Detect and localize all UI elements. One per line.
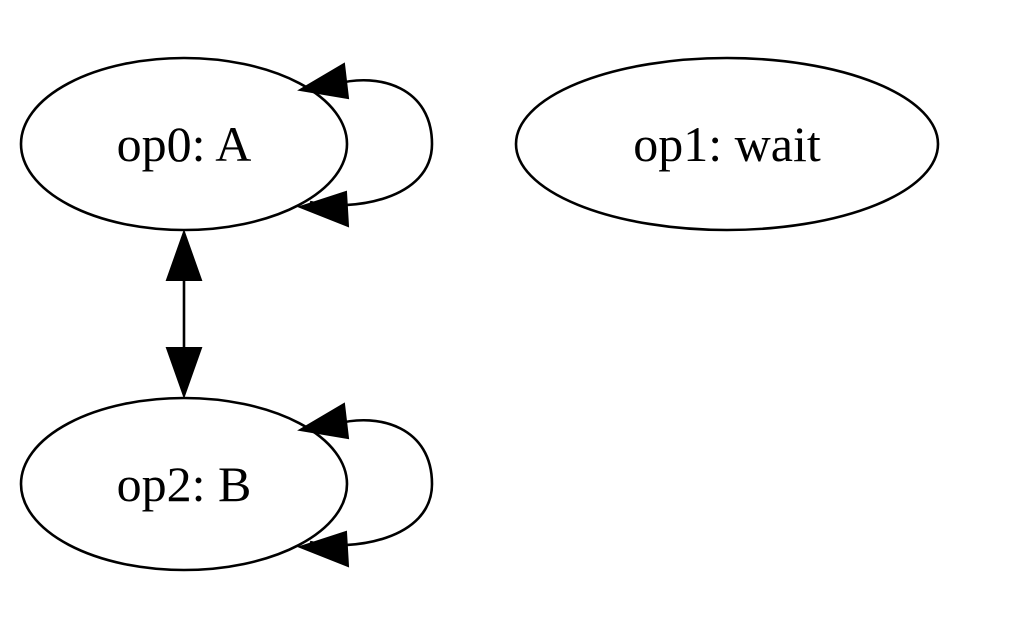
edge-op0-self-loop-line	[309, 79, 434, 207]
node-op0-label: op0: A	[117, 116, 252, 172]
node-op2-label: op2: B	[117, 456, 252, 512]
edge-op2-to-op0-arrowhead	[165, 229, 203, 281]
edge-op2-self-loop[interactable]	[297, 402, 434, 568]
node-op1-label: op1: wait	[633, 116, 821, 172]
edge-op0-self-loop-arrowhead	[297, 62, 350, 100]
edge-op0-op2-bidirectional[interactable]	[165, 229, 203, 399]
edge-op0-self-loop-tail-arrowhead	[297, 190, 350, 228]
node-op2[interactable]: op2: B	[19, 396, 349, 572]
node-op0[interactable]: op0: A	[19, 56, 349, 232]
edge-op2-self-loop-tail-arrowhead	[297, 530, 350, 568]
node-op1[interactable]: op1: wait	[514, 56, 940, 232]
node-op1-ellipse	[514, 56, 940, 232]
edge-op2-self-loop-arrowhead	[297, 402, 350, 440]
edge-op0-self-loop[interactable]	[297, 62, 434, 228]
edge-op2-self-loop-line	[309, 419, 434, 547]
edge-op0-to-op2-arrowhead	[165, 347, 203, 399]
